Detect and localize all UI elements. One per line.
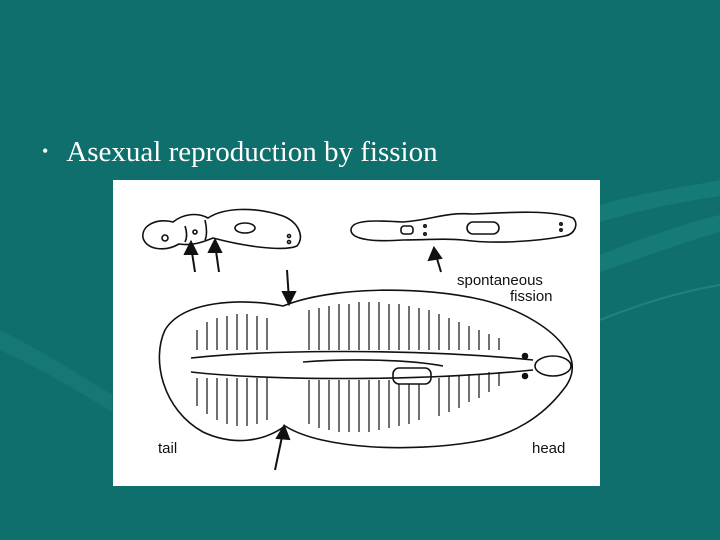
fission-diagram: spontaneous fission tail head	[113, 180, 600, 486]
bullet-item: • Asexual reproduction by fission	[42, 132, 438, 175]
fragmenting-worm-right	[350, 211, 577, 243]
label-fission: fission	[510, 288, 553, 305]
bullet-dot: •	[42, 141, 49, 161]
planarian-body	[158, 289, 574, 449]
arrows	[183, 237, 443, 471]
fragmenting-worm-left	[142, 208, 302, 250]
fission-diagram-drawing	[142, 208, 577, 471]
gut-branches	[196, 302, 500, 432]
label-tail: tail	[158, 440, 178, 457]
label-spontaneous: spontaneous	[457, 272, 543, 289]
label-head: head	[532, 440, 566, 457]
bullet-text: Asexual reproduction by fission	[66, 136, 438, 168]
